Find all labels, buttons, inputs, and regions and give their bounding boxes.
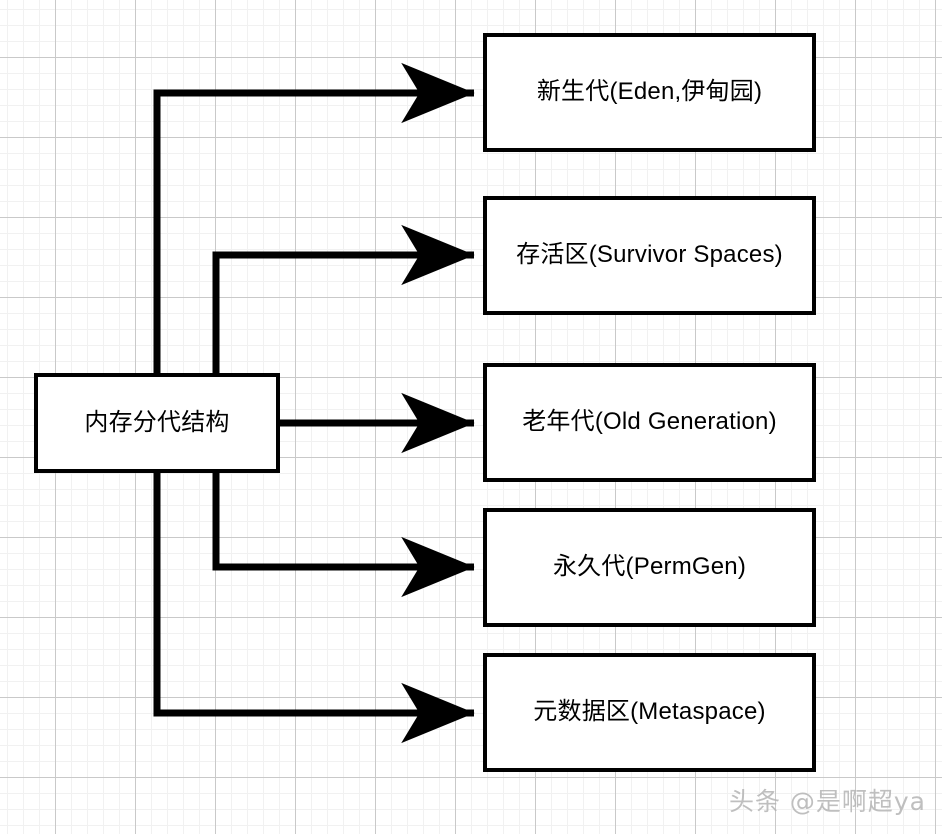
node-permgen[interactable]: 永久代(PermGen) [483,508,816,627]
node-metaspace[interactable]: 元数据区(Metaspace) [483,653,816,772]
edge-root-to-metaspace [153,473,475,744]
edge-root-to-survivor [212,224,475,373]
node-root-label: 内存分代结构 [84,408,230,436]
node-metaspace-label: 元数据区(Metaspace) [533,698,766,726]
node-eden[interactable]: 新生代(Eden,伊甸园) [483,33,816,152]
node-root[interactable]: 内存分代结构 [34,373,280,473]
node-eden-label: 新生代(Eden,伊甸园) [536,78,763,106]
edge-root-to-eden [153,62,475,373]
edge-root-to-perm [212,473,475,598]
watermark: 头条 @是啊超ya [728,787,926,816]
node-survivor[interactable]: 存活区(Survivor Spaces) [483,196,816,315]
node-permgen-label: 永久代(PermGen) [552,553,747,581]
node-survivor-label: 存活区(Survivor Spaces) [516,241,783,269]
node-old-generation[interactable]: 老年代(Old Generation) [483,363,816,482]
node-old-generation-label: 老年代(Old Generation) [522,408,777,436]
